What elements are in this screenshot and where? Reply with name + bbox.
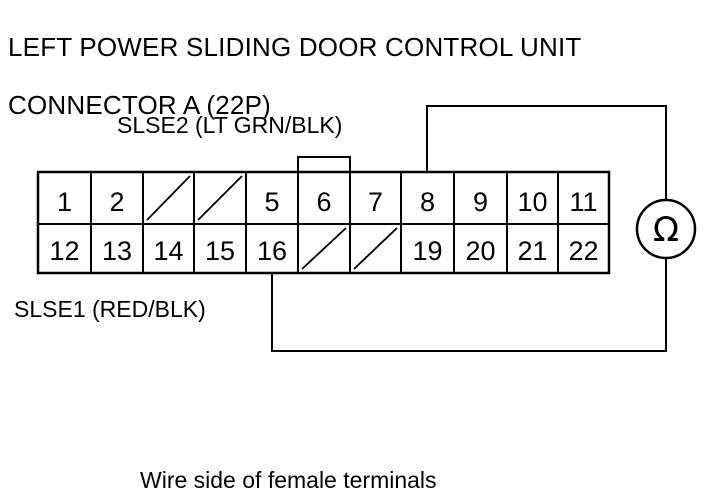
pin-12: 12 [49, 236, 79, 266]
ohm-symbol: Ω [653, 210, 679, 250]
connector-frame [36, 170, 611, 275]
pin-19: 19 [412, 236, 442, 266]
pin-5: 5 [264, 187, 279, 217]
ohmmeter-icon: Ω [635, 198, 697, 260]
empty-cavity-slash [197, 175, 243, 221]
pin-22: 22 [568, 236, 598, 266]
wire-slse1 [271, 259, 667, 352]
wire-label-slse1: SLSE1 (RED/BLK) [14, 296, 206, 322]
wire-slse2 [426, 105, 667, 200]
connector-key [297, 156, 351, 172]
pin-13: 13 [102, 236, 132, 266]
wire-label-slse2: SLSE2 (LT GRN/BLK) [117, 112, 343, 138]
pin-15: 15 [205, 236, 235, 266]
pin-7: 7 [368, 187, 383, 217]
pin-10: 10 [517, 187, 547, 217]
empty-cavity-slash [301, 227, 347, 270]
pin-9: 9 [473, 187, 488, 217]
pin-14: 14 [153, 236, 183, 266]
pin-21: 21 [517, 236, 547, 266]
title-line-1: LEFT POWER SLIDING DOOR CONTROL UNIT [8, 32, 582, 62]
pin-16: 16 [257, 236, 287, 266]
empty-cavity-slash [146, 175, 191, 221]
wiring: Ω [271, 105, 697, 352]
pin-8: 8 [420, 187, 435, 217]
diagram-title: LEFT POWER SLIDING DOOR CONTROL UNIT CON… [8, 4, 581, 149]
empty-cavity-slash [353, 227, 398, 270]
pin-1: 1 [57, 187, 72, 217]
caption: Wire side of female terminals [140, 467, 437, 493]
pin-20: 20 [465, 236, 495, 266]
pin-6: 6 [316, 187, 331, 217]
title-line-2: CONNECTOR A (22P) [8, 90, 271, 120]
pin-2: 2 [109, 187, 124, 217]
pin-11: 11 [569, 187, 597, 217]
